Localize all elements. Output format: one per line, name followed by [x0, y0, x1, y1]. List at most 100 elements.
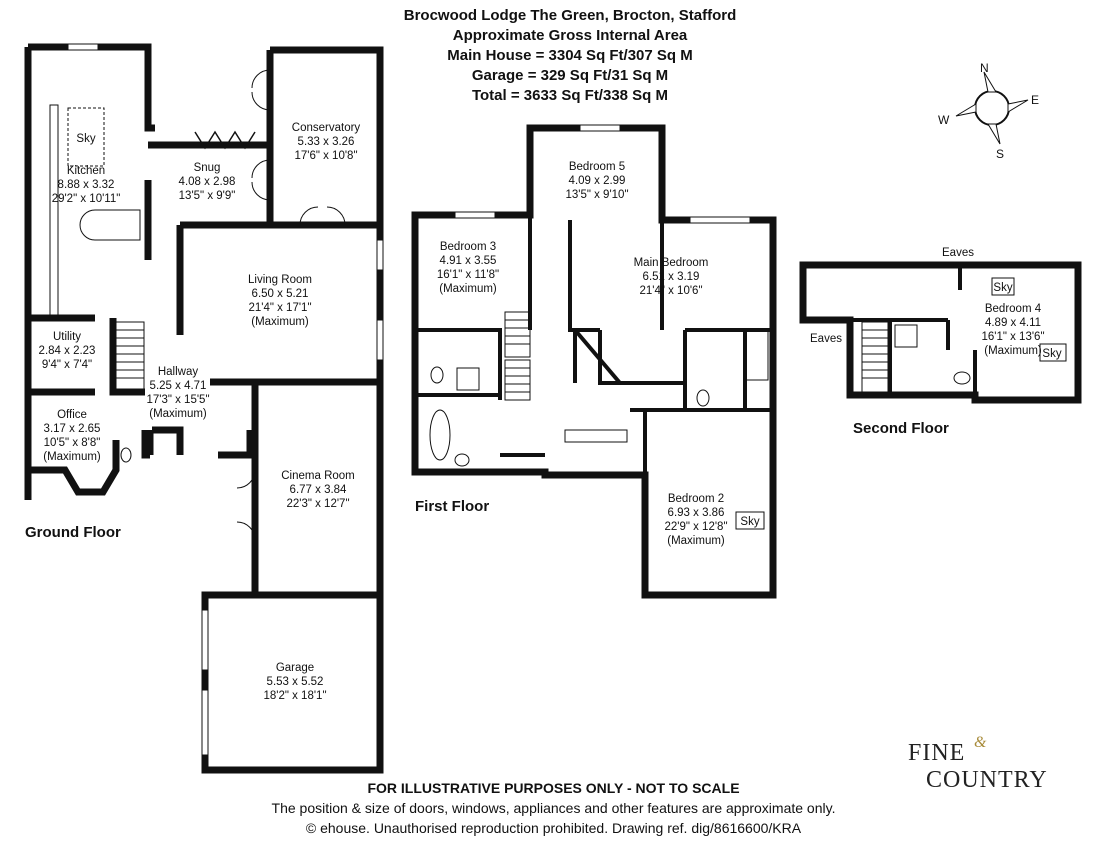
utility-imperial: 9'4" x 7'4" [42, 359, 92, 371]
snug-imperial: 13'5" x 9'9" [179, 190, 236, 202]
title-area-heading: Approximate Gross Internal Area [452, 27, 688, 44]
compass-icon: N E S W [938, 61, 1039, 161]
garage-window-2 [201, 689, 209, 756]
living-window-2 [376, 319, 384, 361]
hallway-metric: 5.25 x 4.71 [150, 380, 207, 392]
kitchen-island [79, 209, 141, 241]
svg-text:E: E [1031, 93, 1039, 107]
utility-metric: 2.84 x 2.23 [39, 345, 96, 357]
living-imperial: 21'4" x 17'1" [248, 302, 311, 314]
bedroom4-name: Bedroom 4 [985, 303, 1042, 315]
snug-name: Snug [194, 162, 221, 174]
ground-staircase [115, 321, 145, 391]
bedroom2-skylight [735, 511, 765, 530]
kitchen-name: Kitchen [67, 165, 105, 177]
eaves-label-top: Eaves [942, 247, 974, 259]
wc-second-icon [953, 371, 971, 385]
office-name: Office [57, 409, 87, 421]
conservatory-walls [266, 46, 384, 225]
bedroom2-metric: 6.93 x 3.86 [668, 507, 725, 519]
bedroom2-note: (Maximum) [667, 535, 725, 547]
hallway-walls [109, 318, 254, 459]
shower-second-icon [894, 324, 918, 348]
snug-bifold-door [194, 130, 256, 150]
main-bedroom-name: Main Bedroom [634, 257, 709, 269]
title-address: Brocwood Lodge The Green, Brocton, Staff… [403, 7, 737, 24]
bedroom3-window [454, 211, 496, 219]
cinema-doors [236, 469, 256, 541]
cinema-metric: 6.77 x 3.84 [290, 484, 348, 496]
fine-country-logo: Fine & Country [908, 734, 1098, 793]
bedroom5-metric: 4.09 x 2.99 [569, 175, 626, 187]
bath-icon [429, 409, 451, 461]
conservatory-metric: 5.33 x 3.26 [298, 136, 355, 148]
snug-walls [144, 141, 270, 260]
bedroom4-skylight-1 [991, 277, 1015, 296]
snug-metric: 4.08 x 2.98 [179, 176, 236, 188]
kitchen-window [67, 43, 99, 51]
eaves-label-left: Eaves [810, 333, 842, 345]
office-metric: 3.17 x 2.65 [44, 423, 101, 435]
conservatory-imperial: 17'6" x 10'8" [294, 150, 357, 162]
first-staircase-2 [504, 359, 531, 401]
first-floor-outline [411, 124, 777, 599]
wc-ensuite-icon [696, 389, 710, 407]
living-doors [299, 206, 346, 226]
garage-window-1 [201, 609, 209, 671]
office-note: (Maximum) [43, 451, 101, 463]
garage-imperial: 18'2" x 18'1" [263, 690, 326, 702]
title-main-house-area: Main House = 3304 Sq Ft/307 Sq M [447, 47, 693, 64]
bedroom4-skylight-2 [1039, 343, 1067, 362]
hallway-imperial: 17'3" x 15'5" [146, 394, 209, 406]
bedroom4-metric: 4.89 x 4.11 [985, 317, 1041, 329]
bedroom5-name: Bedroom 5 [569, 161, 625, 173]
bedroom3-metric: 4.91 x 3.55 [440, 255, 497, 267]
floor-label-second: Second Floor [853, 420, 949, 437]
garage-metric: 5.53 x 5.52 [267, 676, 324, 688]
living-name: Living Room [248, 274, 312, 286]
second-floor-inner-walls [850, 265, 977, 395]
bedroom4-imperial: 16'1" x 13'6" [981, 331, 1044, 343]
bedroom5-window [579, 124, 621, 132]
svg-text:N: N [980, 61, 989, 75]
footer-disclaimer-text: The position & size of doors, windows, a… [271, 800, 836, 816]
footer-disclaimer-title: FOR ILLUSTRATIVE PURPOSES ONLY - NOT TO … [367, 780, 740, 796]
living-metric: 6.50 x 5.21 [252, 288, 309, 300]
wc-bed3-icon [430, 366, 444, 384]
bedroom3-note: (Maximum) [439, 283, 497, 295]
main-bath-icon [745, 329, 769, 381]
landing-cupboard [564, 429, 628, 443]
logo-ampersand: & [974, 734, 988, 751]
svg-text:W: W [938, 113, 950, 127]
footer-copyright: © ehouse. Unauthorised reproduction proh… [305, 820, 802, 836]
bedroom2-imperial: 22'9" x 12'8" [664, 521, 727, 533]
floor-label-ground: Ground Floor [25, 524, 121, 541]
office-imperial: 10'5" x 8'8" [44, 437, 101, 449]
conservatory-name: Conservatory [292, 122, 361, 134]
bedroom4-note: (Maximum) [984, 345, 1042, 357]
shower-first-icon [456, 367, 480, 391]
svg-text:S: S [996, 147, 1004, 161]
kitchen-skylight [67, 107, 105, 167]
logo-word-fine: Fine [908, 740, 966, 766]
hallway-note: (Maximum) [149, 408, 207, 420]
bedroom4-sky-label: Sky [993, 282, 1012, 294]
first-floor-inner-walls [415, 215, 773, 475]
conservatory-doors [251, 69, 271, 201]
garage-name: Garage [276, 662, 314, 674]
kitchen-sky-label: Sky [76, 133, 95, 145]
main-bedroom-window [689, 216, 751, 224]
title-garage-area: Garage = 329 Sq Ft/31 Sq M [471, 67, 669, 84]
living-window-1 [376, 239, 384, 271]
cinema-imperial: 22'3" x 12'7" [286, 498, 349, 510]
bedroom2-name: Bedroom 2 [668, 493, 724, 505]
kitchen-counter [49, 104, 59, 316]
bedroom5-imperial: 13'5" x 9'10" [565, 189, 628, 201]
title-total-area: Total = 3633 Sq Ft/338 Sq M [471, 87, 669, 104]
main-bedroom-metric: 6.51 x 3.19 [643, 271, 700, 283]
logo-word-country: Country [926, 767, 1048, 793]
bedroom3-imperial: 16'1" x 11'8" [437, 269, 499, 281]
first-floor-diagonal [573, 328, 622, 385]
kitchen-metric: 8.88 x 3.32 [58, 179, 115, 191]
office-walls [28, 388, 120, 496]
